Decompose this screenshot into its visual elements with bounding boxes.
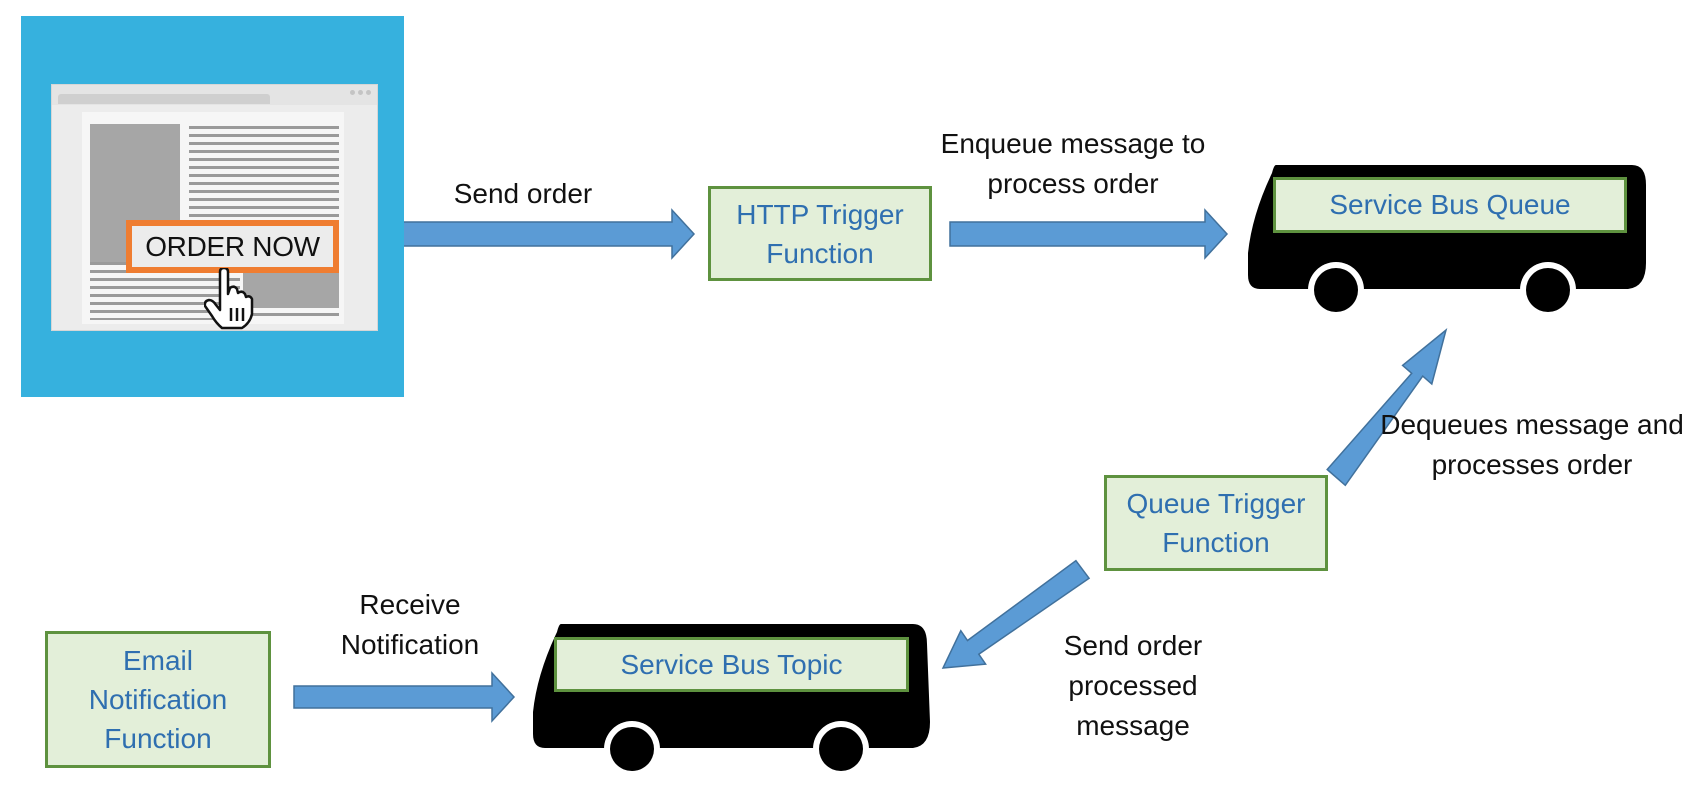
- enqueue-line-2: process order: [987, 168, 1159, 199]
- send-order-label: Send order: [430, 174, 616, 214]
- enqueue-line-1: Enqueue message to: [940, 128, 1206, 159]
- enqueue-label: Enqueue message to process order: [918, 124, 1228, 204]
- arrow-receive-notification: [293, 671, 516, 723]
- window-controls: [350, 90, 371, 98]
- send-processed-line-3: message: [1076, 710, 1190, 741]
- send-processed-line-1: Send order: [1063, 630, 1203, 661]
- hand-cursor-icon: [204, 268, 254, 330]
- text-lines-3: [243, 313, 339, 321]
- email-notification-function-box[interactable]: Email Notification Function: [45, 631, 271, 768]
- arrow-send-processed: [941, 559, 1091, 669]
- queue-trigger-function-box[interactable]: Queue Trigger Function: [1104, 475, 1328, 571]
- http-trigger-line-1: HTTP Trigger: [736, 198, 904, 230]
- receive-notification-label: Receive Notification: [325, 585, 495, 665]
- send-processed-line-2: processed: [1068, 670, 1198, 701]
- order-now-button[interactable]: ORDER NOW: [126, 220, 339, 273]
- queue-trigger-line-1: Queue Trigger: [1126, 488, 1306, 519]
- browser-tab: [58, 94, 270, 104]
- web-page-illustration: ORDER NOW: [21, 16, 404, 397]
- email-notification-line-2: Notification: [88, 684, 228, 715]
- arrow-dequeue: [1326, 327, 1448, 487]
- send-order-line-1: Send order: [453, 178, 593, 209]
- service-bus-topic-label[interactable]: Service Bus Topic: [554, 637, 909, 692]
- text-lines: [189, 126, 339, 224]
- arrow-enqueue: [949, 208, 1229, 260]
- email-notification-line-3: Function: [104, 723, 212, 754]
- service-bus-queue-label[interactable]: Service Bus Queue: [1273, 177, 1627, 233]
- http-trigger-line-2: Function: [766, 237, 874, 269]
- dequeue-line-2: processes order: [1431, 449, 1633, 480]
- dequeue-label: Dequeues message and processes order: [1366, 405, 1698, 485]
- email-notification-line-1: Email: [122, 645, 193, 676]
- receive-notification-line-1: Receive: [359, 589, 461, 620]
- http-trigger-function-box[interactable]: HTTP Trigger Function: [708, 186, 932, 281]
- send-processed-label: Send order processed message: [1038, 626, 1228, 746]
- browser-tab-bar: [52, 85, 377, 105]
- queue-trigger-line-2: Function: [1162, 527, 1270, 558]
- receive-notification-line-2: Notification: [340, 629, 480, 660]
- dequeue-line-1: Dequeues message and: [1380, 409, 1684, 440]
